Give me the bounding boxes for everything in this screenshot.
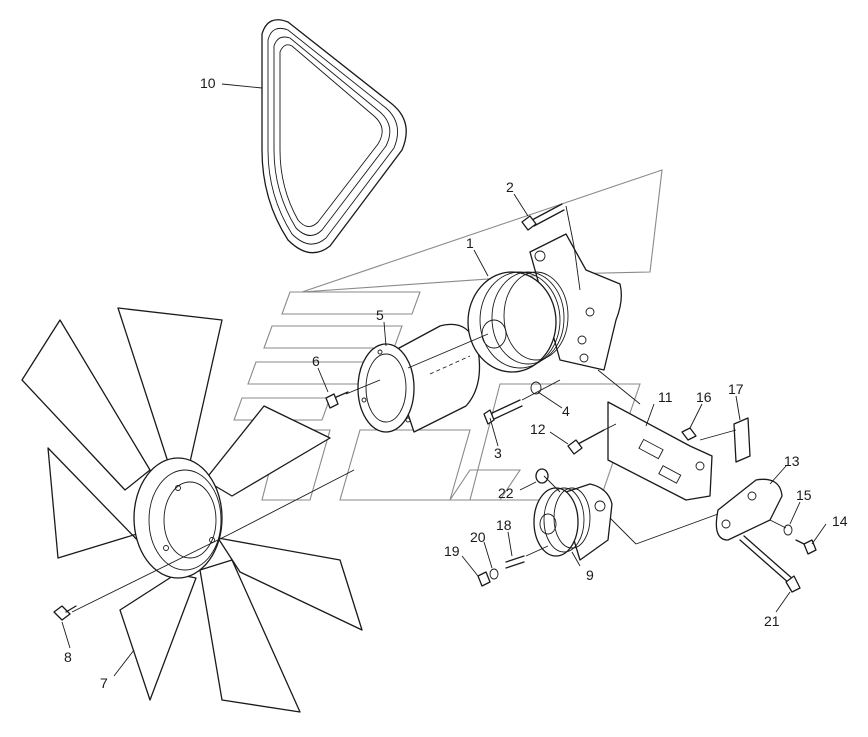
callout-13: 13 xyxy=(784,453,800,469)
part-9-tensioner xyxy=(533,483,613,561)
callout-11: 11 xyxy=(658,389,673,405)
part-16-nut xyxy=(681,427,697,441)
part-14-bolt xyxy=(795,539,817,555)
callout-20: 20 xyxy=(470,529,486,545)
callout-5: 5 xyxy=(376,307,384,323)
part-13-plate xyxy=(715,478,783,541)
callout-10: 10 xyxy=(200,75,216,91)
part-8-bolt xyxy=(53,605,77,621)
callout-1: 1 xyxy=(466,235,474,251)
callout-18: 18 xyxy=(496,517,512,533)
part-4-washer xyxy=(530,381,542,395)
callout-9: 9 xyxy=(586,567,594,583)
part-20-washer xyxy=(489,568,499,580)
callout-7: 7 xyxy=(100,675,108,691)
callout-14: 14 xyxy=(832,513,848,529)
assembly-lines xyxy=(71,205,787,613)
callout-6: 6 xyxy=(312,353,320,369)
callout-21: 21 xyxy=(764,613,780,629)
part-10-belt xyxy=(261,19,407,254)
callout-leaders xyxy=(61,83,827,677)
callout-16: 16 xyxy=(696,389,712,405)
callout-19: 19 xyxy=(444,543,460,559)
callout-8: 8 xyxy=(64,649,72,665)
part-21-bolt xyxy=(739,535,801,593)
part-17-plate xyxy=(733,417,751,463)
part-5-spacer xyxy=(357,323,481,433)
part-7-fan xyxy=(21,307,363,713)
part-1-pulley xyxy=(467,233,622,373)
callout-12: 12 xyxy=(530,421,546,437)
part-15-washer xyxy=(783,524,793,536)
callout-2: 2 xyxy=(506,179,514,195)
callout-4: 4 xyxy=(562,403,570,419)
part-6-bolt xyxy=(325,391,349,409)
callout-labels: 1 2 3 4 5 6 7 8 9 10 11 12 13 14 15 16 1… xyxy=(64,75,848,691)
callout-15: 15 xyxy=(796,487,812,503)
part-3-bolt xyxy=(483,399,523,425)
callout-17: 17 xyxy=(728,381,744,397)
part-18-bolt xyxy=(505,555,525,569)
part-12-bolt xyxy=(567,429,605,455)
part-22-bushing xyxy=(535,468,549,484)
part-19-nut xyxy=(477,571,491,587)
part-2-bolt xyxy=(521,203,565,231)
callout-3: 3 xyxy=(494,445,502,461)
part-11-bracket xyxy=(607,401,713,501)
callout-22: 22 xyxy=(498,485,514,501)
